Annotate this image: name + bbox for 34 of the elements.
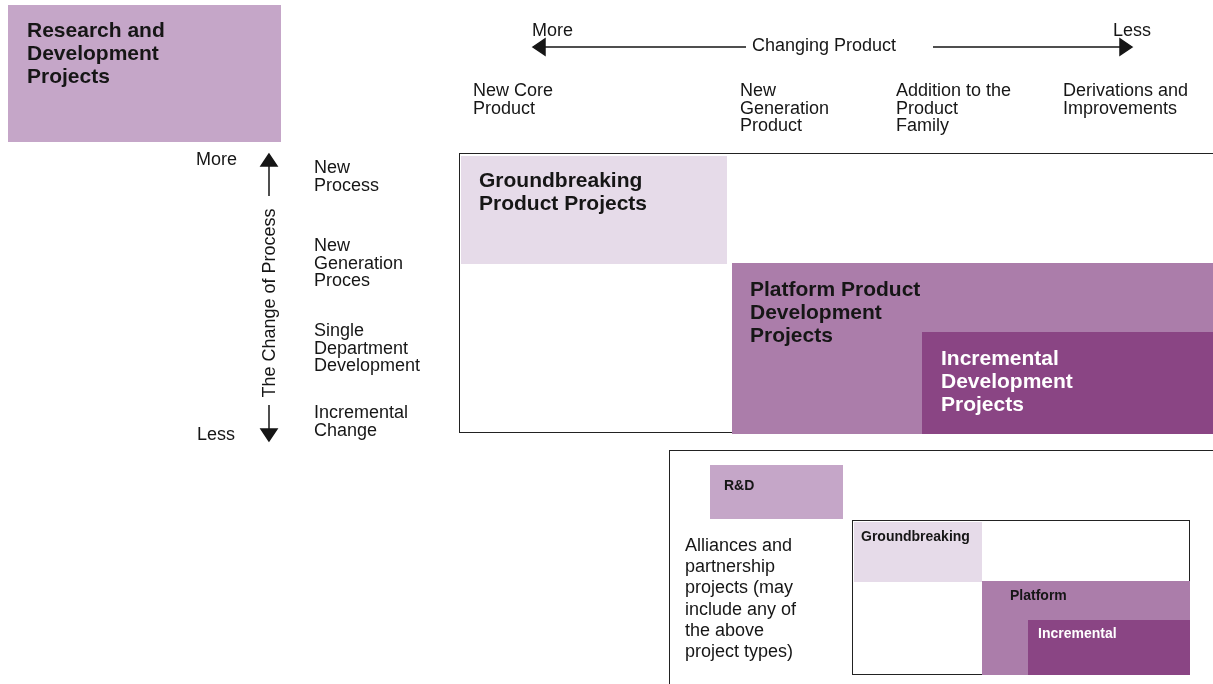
project-label: Groundbreaking Product Projects <box>479 168 649 215</box>
note-text: Alliances and partnership projects (may include any of the above project types) <box>685 535 798 663</box>
project-label: Groundbreaking <box>861 529 971 545</box>
axis-title: The Change of Process <box>260 208 280 398</box>
project-box <box>732 263 1213 434</box>
project-label: R&D <box>724 478 756 494</box>
project-box <box>710 465 843 519</box>
axis-end-label: More <box>532 22 573 40</box>
project-box <box>854 522 982 582</box>
frame-box <box>669 450 1213 684</box>
project-label: Incremental Development Projects <box>941 346 1074 416</box>
project-box <box>922 332 1213 434</box>
row-label: Incremental Change <box>314 404 410 440</box>
axis-title: Changing Product <box>752 37 897 55</box>
project-box <box>1028 620 1190 675</box>
project-box <box>8 5 281 142</box>
column-label: Addition to the Product Family <box>896 82 1013 135</box>
project-label: Incremental <box>1038 626 1118 642</box>
project-box <box>461 156 727 264</box>
axis-end-label: More <box>196 151 237 169</box>
row-label: Single Department Development <box>314 322 422 375</box>
project-box <box>982 581 1190 675</box>
column-label: New Core Product <box>473 82 555 118</box>
axis-end-label: Less <box>197 426 236 444</box>
axis-end-label: Less <box>1113 22 1152 40</box>
matrix-frame <box>459 153 1213 433</box>
row-label: New Process <box>314 159 381 195</box>
matrix-frame <box>852 520 1190 675</box>
project-label: Research and Development Projects <box>27 18 166 88</box>
project-label: Platform Product Development Projects <box>750 277 922 347</box>
project-label: Platform <box>1010 588 1068 604</box>
column-label: New Generation Product <box>740 82 831 135</box>
column-label: Derivations and Improvements <box>1063 82 1190 118</box>
row-label: New Generation Proces <box>314 237 405 290</box>
